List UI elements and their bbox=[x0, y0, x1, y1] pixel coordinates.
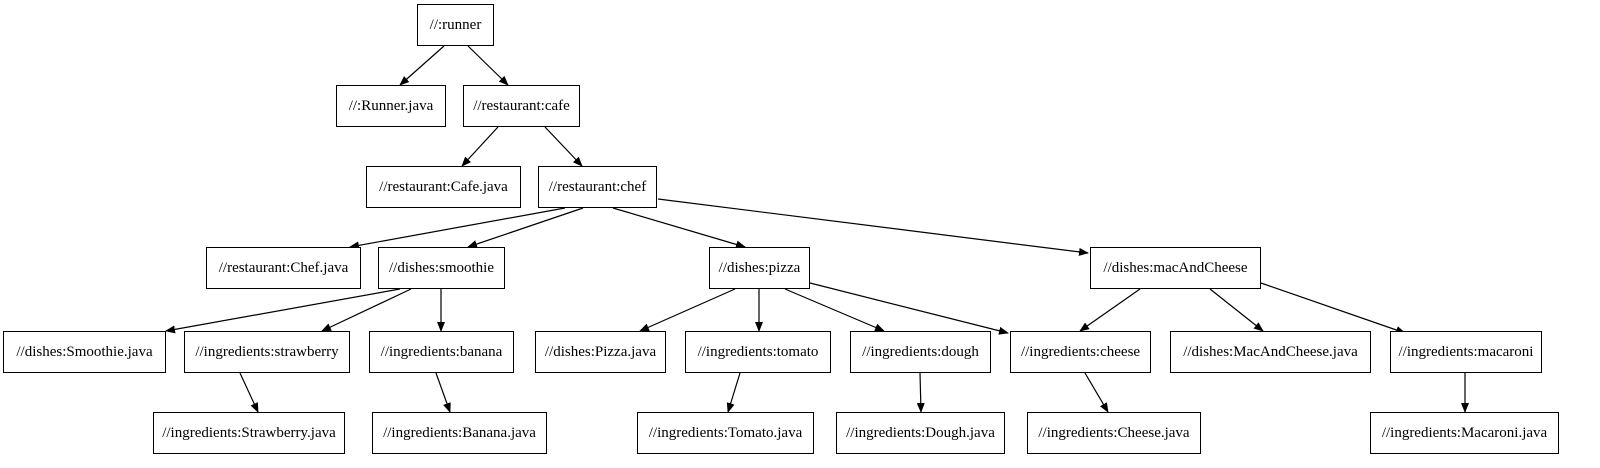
graph-node-label: //ingredients:Banana.java bbox=[383, 424, 536, 441]
graph-node-cheese[interactable]: //ingredients:cheese bbox=[1010, 331, 1151, 373]
graph-node-label: //ingredients:tomato bbox=[697, 343, 819, 360]
graph-node-label: //ingredients:Cheese.java bbox=[1038, 424, 1190, 441]
graph-node-label: //ingredients:Strawberry.java bbox=[162, 424, 336, 441]
graph-node-cafe_java[interactable]: //restaurant:Cafe.java bbox=[366, 166, 521, 208]
graph-node-banana[interactable]: //ingredients:banana bbox=[369, 331, 514, 373]
graph-node-runner_java[interactable]: //:Runner.java bbox=[336, 85, 446, 127]
graph-node-runner[interactable]: //:runner bbox=[417, 4, 494, 46]
graph-node-label: //dishes:Smoothie.java bbox=[16, 343, 153, 360]
graph-node-label: //ingredients:strawberry bbox=[195, 343, 339, 360]
graph-node-label: //ingredients:Tomato.java bbox=[648, 424, 803, 441]
graph-node-pizza[interactable]: //dishes:pizza bbox=[709, 247, 810, 289]
graph-node-label: //ingredients:dough bbox=[862, 343, 979, 360]
graph-node-smoothie[interactable]: //dishes:smoothie bbox=[378, 247, 505, 289]
graph-node-cafe[interactable]: //restaurant:cafe bbox=[463, 85, 580, 127]
graph-node-label: //restaurant:Cafe.java bbox=[379, 178, 508, 195]
graph-node-label: //restaurant:cafe bbox=[473, 97, 570, 114]
graph-node-label: //dishes:smoothie bbox=[389, 259, 494, 276]
graph-node-cheese_java[interactable]: //ingredients:Cheese.java bbox=[1027, 412, 1201, 454]
graph-node-label: //ingredients:Macaroni.java bbox=[1381, 424, 1548, 441]
graph-node-tomato[interactable]: //ingredients:tomato bbox=[685, 331, 831, 373]
graph-node-label: //dishes:pizza bbox=[718, 259, 801, 276]
graph-node-label: //dishes:Pizza.java bbox=[544, 343, 657, 360]
graph-node-chef_java[interactable]: //restaurant:Chef.java bbox=[206, 247, 361, 289]
graph-node-pizza_java[interactable]: //dishes:Pizza.java bbox=[535, 331, 666, 373]
graph-node-label: //restaurant:chef bbox=[548, 178, 647, 195]
graph-node-label: //:Runner.java bbox=[348, 97, 434, 114]
graph-node-tomato_java[interactable]: //ingredients:Tomato.java bbox=[637, 412, 814, 454]
graph-node-dough_java[interactable]: //ingredients:Dough.java bbox=[836, 412, 1005, 454]
graph-node-macandcheese[interactable]: //dishes:macAndCheese bbox=[1090, 247, 1261, 289]
graph-node-macaroni_java[interactable]: //ingredients:Macaroni.java bbox=[1370, 412, 1559, 454]
graph-node-dough[interactable]: //ingredients:dough bbox=[850, 331, 991, 373]
graph-node-banana_java[interactable]: //ingredients:Banana.java bbox=[372, 412, 547, 454]
graph-node-label: //ingredients:Dough.java bbox=[846, 424, 995, 441]
graph-node-label: //ingredients:banana bbox=[380, 343, 503, 360]
graph-node-chef[interactable]: //restaurant:chef bbox=[538, 166, 657, 208]
graph-node-macandcheese_java[interactable]: //dishes:MacAndCheese.java bbox=[1170, 331, 1371, 373]
graph-node-label: //dishes:macAndCheese bbox=[1103, 259, 1248, 276]
graph-node-label: //ingredients:cheese bbox=[1020, 343, 1141, 360]
graph-node-label: //:runner bbox=[429, 16, 482, 33]
graph-node-label: //ingredients:macaroni bbox=[1398, 343, 1534, 360]
graph-node-smoothie_java[interactable]: //dishes:Smoothie.java bbox=[3, 331, 166, 373]
graph-node-label: //restaurant:Chef.java bbox=[218, 259, 349, 276]
graph-node-label: //dishes:MacAndCheese.java bbox=[1183, 343, 1358, 360]
graph-node-strawberry_java[interactable]: //ingredients:Strawberry.java bbox=[153, 412, 345, 454]
graph-node-strawberry[interactable]: //ingredients:strawberry bbox=[184, 331, 350, 373]
graph-node-macaroni[interactable]: //ingredients:macaroni bbox=[1390, 331, 1542, 373]
